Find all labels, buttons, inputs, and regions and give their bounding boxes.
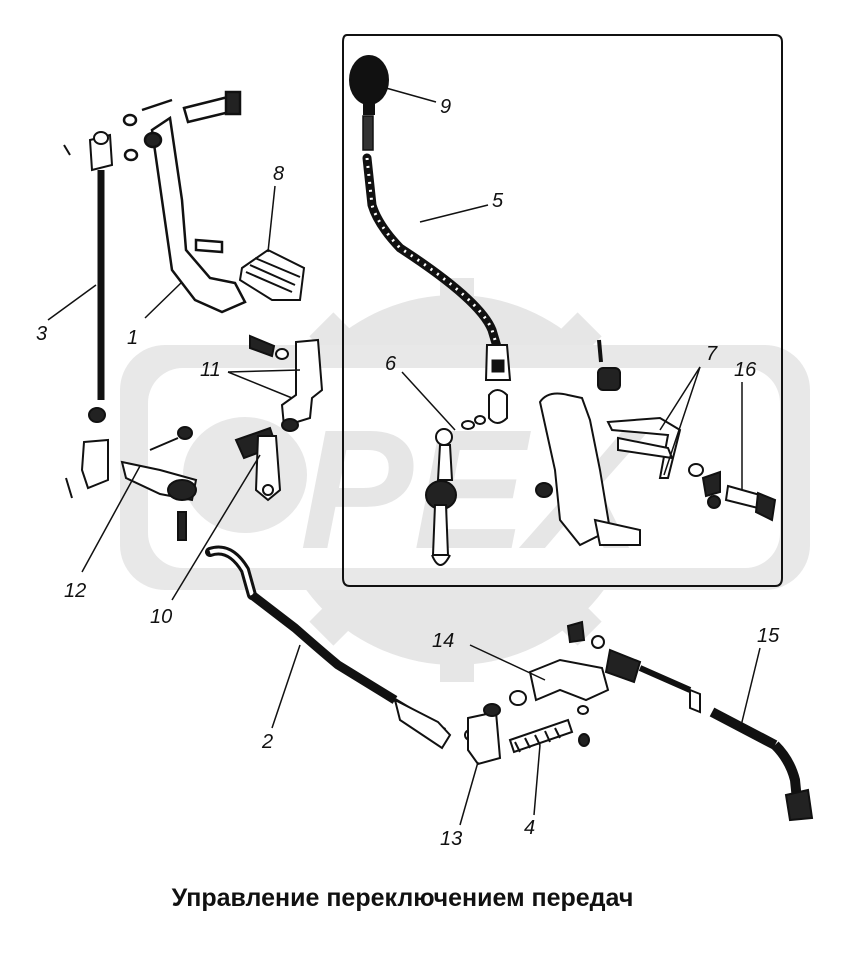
label-10: 10 [150, 606, 172, 628]
label-5: 5 [492, 190, 504, 212]
label-15: 15 [757, 625, 780, 647]
label-1: 1 [127, 327, 138, 349]
label-12: 12 [64, 580, 86, 602]
pedal-lever-part-1 [122, 90, 247, 314]
leader-lines [47, 87, 761, 826]
label-6: 6 [385, 353, 397, 375]
label-2: 2 [261, 731, 273, 753]
label-13: 13 [440, 828, 462, 850]
inset-frame [342, 34, 783, 587]
shaft-part-10 [234, 426, 282, 502]
diagram-caption: Управление переключением передач [171, 884, 634, 912]
spring-part-4 [508, 718, 590, 754]
rod-part-3 [63, 131, 114, 499]
label-7: 7 [706, 343, 718, 365]
label-4: 4 [524, 817, 535, 839]
label-8: 8 [273, 163, 284, 185]
label-11: 11 [200, 359, 221, 381]
bracket-part-13 [467, 703, 502, 766]
bracket-part-14 [509, 658, 610, 715]
label-14: 14 [432, 630, 454, 652]
label-9: 9 [440, 96, 451, 118]
shift-bracket-part-7 [535, 339, 682, 547]
rod-part-15 [566, 620, 814, 822]
label-3: 3 [36, 323, 47, 345]
fork-lever-part-12 [120, 426, 198, 541]
shift-knob-part-9 [349, 55, 389, 115]
label-16: 16 [734, 359, 757, 381]
cable-part-2 [205, 545, 476, 750]
bolt-part-16 [688, 463, 777, 522]
lever-link-part-6 [425, 415, 486, 566]
pedal-pad-part-8 [238, 248, 306, 301]
shift-lever-part-5 [362, 115, 512, 424]
